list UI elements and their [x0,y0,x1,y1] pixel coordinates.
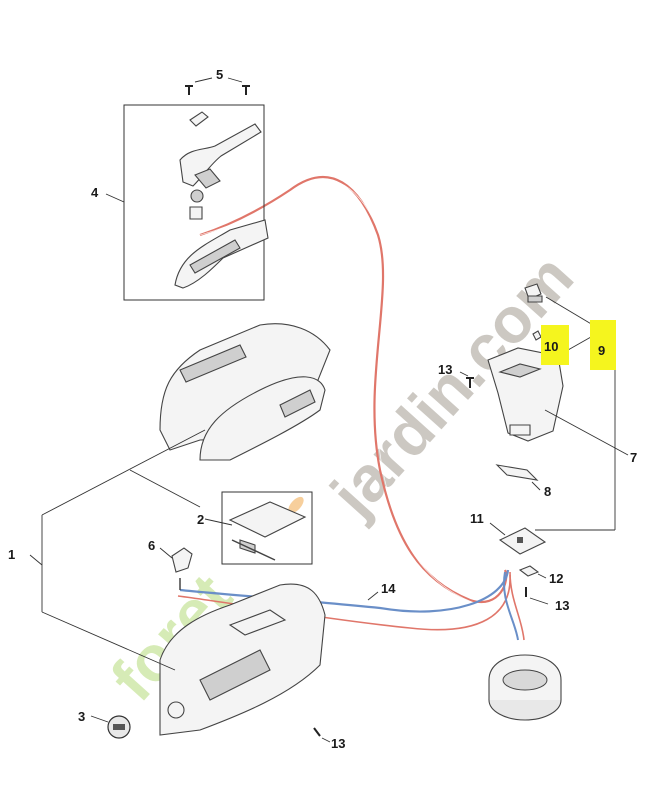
motor-lead-red [509,571,525,641]
screw-13-bottom [313,727,321,737]
screws-part-5 [185,77,250,95]
motor-housing-part-7 [487,347,564,442]
leader-4 [105,193,125,203]
leader-13-right [529,597,549,605]
clip-part-12 [518,565,540,577]
callout-11: 11 [470,511,484,526]
leader-14 [367,591,379,601]
badge-part-3 [107,715,131,739]
upper-cover [159,323,331,461]
watermark-orange-accent [288,496,304,514]
knob-part-6 [171,547,193,590]
clip-part-9 [524,283,543,303]
leader-2 [204,518,233,526]
callout-8: 8 [544,484,551,499]
callout-6: 6 [148,538,155,553]
switch-frame [221,491,313,565]
highlight-9 [590,320,616,370]
callout-10: 10 [544,339,558,354]
callout-4: 4 [91,185,99,200]
leader-13-top [459,371,469,377]
callout-13-top: 13 [438,362,452,377]
switch-assembly [228,501,307,561]
motor [488,654,562,721]
motor-lead-blue [503,571,519,641]
bracket-part-2-upper [129,469,201,508]
callout-13-right: 13 [555,598,569,613]
callout-1: 1 [8,547,15,562]
callout-5: 5 [216,67,223,82]
red-cable [199,176,508,604]
handle-assembly [174,111,269,289]
leader-6 [159,547,173,559]
leader-7 [544,409,629,456]
callout-13-bottom: 13 [331,736,345,751]
callout-2: 2 [197,512,204,527]
callout-7: 7 [630,450,637,465]
blue-cable [179,569,510,613]
handle-assembly-frame [123,104,265,301]
bracket-part-8 [495,464,539,481]
leader-13-bottom [321,737,331,743]
bracket-part-1 [29,429,206,671]
leader-12 [537,573,547,579]
leader-11 [489,522,506,536]
board-part-11 [498,527,547,555]
callout-9: 9 [598,343,605,358]
callout-14: 14 [381,581,396,596]
callout-12: 12 [549,571,563,586]
red-cable-highlight [199,179,473,603]
leader-8 [531,481,541,491]
callout-3: 3 [78,709,85,724]
lower-housing [159,583,326,736]
leader-3 [90,715,109,723]
highlight-10 [541,325,569,365]
